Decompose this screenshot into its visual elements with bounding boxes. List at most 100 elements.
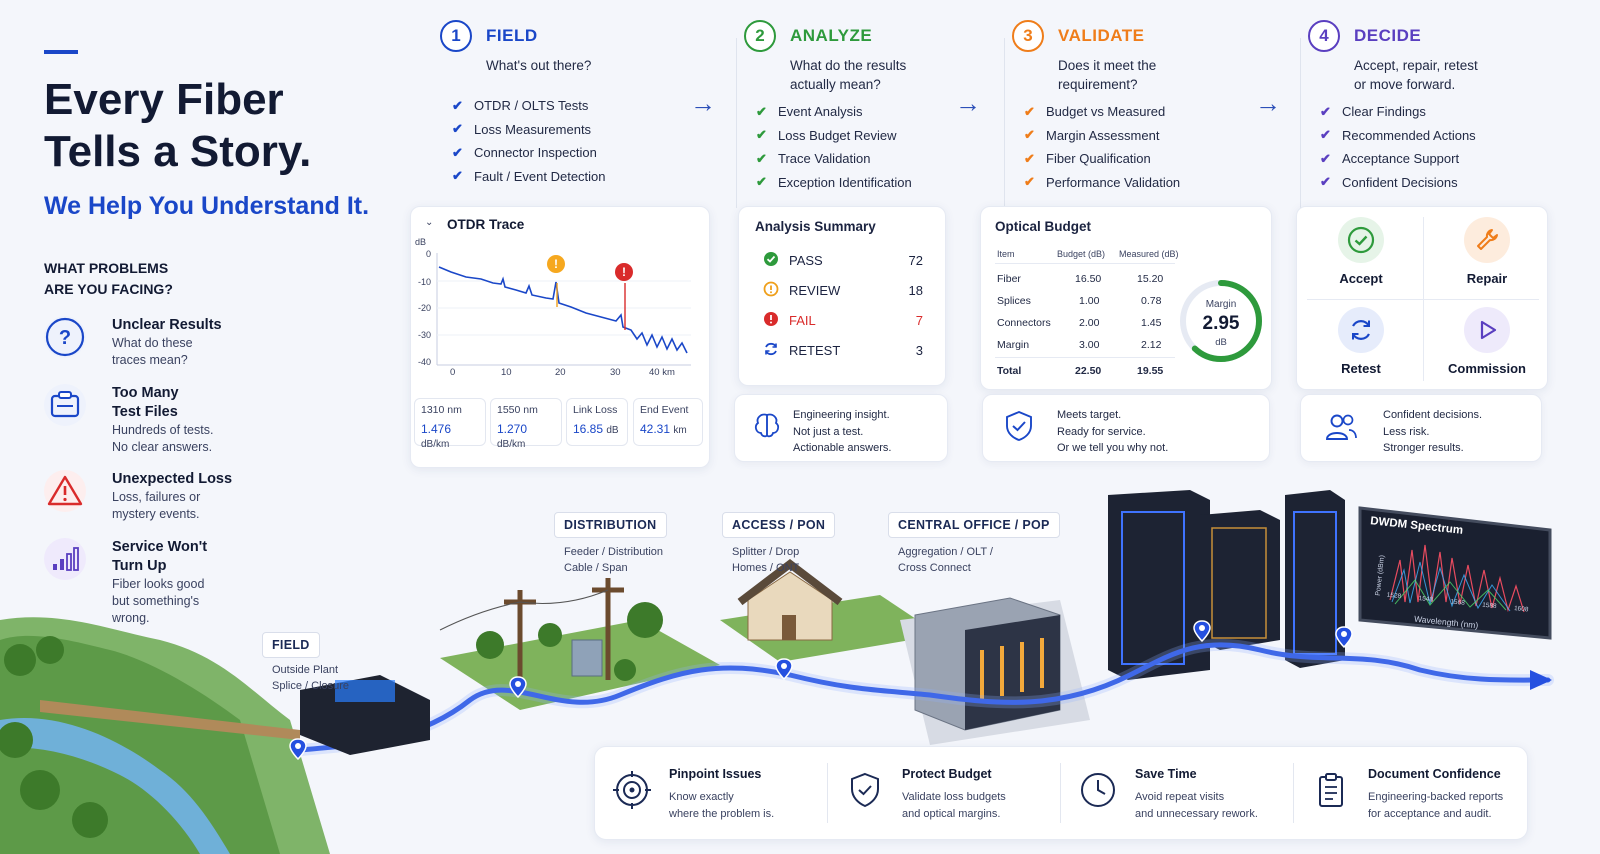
retest-tile[interactable]: Retest bbox=[1299, 307, 1423, 393]
benefit-title: Pinpoint Issues bbox=[669, 767, 762, 781]
checklist-text: Connector Inspection bbox=[474, 145, 597, 161]
step-name: ANALYZE bbox=[790, 26, 873, 45]
accept-tile[interactable]: Accept bbox=[1299, 217, 1423, 303]
check-icon: ✔ bbox=[452, 121, 463, 137]
tile-label: Repair bbox=[1466, 271, 1508, 286]
location-pin-icon[interactable] bbox=[774, 658, 794, 681]
analysis-count: 3 bbox=[915, 342, 923, 358]
step-divider bbox=[1300, 38, 1301, 208]
power-lines bbox=[439, 589, 609, 631]
checklist-item: ✔Exception Identification bbox=[756, 171, 912, 195]
step-question-line: What do the results bbox=[790, 58, 907, 73]
location-pin-icon[interactable] bbox=[508, 676, 528, 699]
checklist-item: ✔ Connector Inspection bbox=[452, 141, 606, 165]
fiber-glow bbox=[294, 638, 1554, 756]
problem-unclear-results: ? Unclear Results What do these traces m… bbox=[44, 316, 274, 386]
metric-label: End Event bbox=[640, 404, 689, 416]
rack-leds bbox=[980, 638, 1044, 700]
checklist-item: ✔Acceptance Support bbox=[1320, 147, 1476, 171]
distribution-cabinet bbox=[571, 639, 603, 677]
check-icon: ✔ bbox=[756, 103, 767, 119]
metric-unit: dB bbox=[606, 425, 619, 436]
step-checklist: ✔Clear Findings ✔Recommended Actions ✔Ac… bbox=[1320, 100, 1476, 194]
benefit-separator bbox=[1060, 763, 1061, 823]
checklist-text: Clear Findings bbox=[1342, 104, 1426, 120]
problems-heading-line1: WHAT PROBLEMS bbox=[44, 260, 169, 276]
fiber-arrowhead bbox=[1530, 670, 1552, 690]
benefit-title: Document Confidence bbox=[1368, 767, 1501, 781]
metric-unit: km bbox=[673, 425, 687, 436]
commission-tile[interactable]: Commission bbox=[1425, 307, 1549, 393]
otdr-trace-plot: dB 0 -10 -20 -30 -40 bbox=[415, 237, 691, 367]
fail-event-icon[interactable]: ! bbox=[615, 263, 633, 281]
trees bbox=[0, 636, 108, 838]
users-icon bbox=[1323, 411, 1359, 443]
budget-total-measured: 19.55 bbox=[1137, 365, 1164, 377]
otdr-x-tick: 40 km bbox=[649, 367, 675, 378]
otdr-trace-line bbox=[438, 266, 688, 354]
check-icon: ✔ bbox=[1024, 127, 1035, 143]
fail-alert-icon bbox=[763, 311, 789, 330]
otdr-y-tick: -40 bbox=[418, 357, 431, 367]
budget-measured: 2.12 bbox=[1141, 339, 1162, 351]
fiber-path bbox=[297, 642, 1551, 753]
repair-tile[interactable]: Repair bbox=[1425, 217, 1549, 303]
svg-text:?: ? bbox=[59, 327, 71, 349]
hill-terrain bbox=[0, 635, 280, 854]
gauge-fill bbox=[1180, 280, 1262, 362]
tag-distribution: DISTRIBUTION bbox=[554, 512, 667, 538]
tag-desc-line: Splice / Closure bbox=[272, 680, 350, 692]
otdr-x-ticks: 0 10 20 30 40 km bbox=[411, 367, 711, 381]
budget-total-value: 22.50 bbox=[1075, 365, 1102, 377]
checklist-item: ✔Confident Decisions bbox=[1320, 171, 1476, 195]
splice-closure-device bbox=[300, 675, 430, 755]
tag-desc-line: Outside Plant bbox=[272, 664, 339, 676]
problem-title: Unexpected Loss bbox=[112, 471, 233, 487]
step-name: FIELD bbox=[486, 26, 538, 45]
problem-desc: Fiber looks good but something's wrong. bbox=[112, 576, 272, 627]
location-pin-icon[interactable] bbox=[1192, 620, 1212, 643]
otdr-y-tick: -30 bbox=[418, 330, 431, 340]
location-pin-icon[interactable] bbox=[1334, 626, 1354, 649]
step-number: 2 bbox=[744, 20, 776, 52]
decide-actions-card: Accept Repair Retest Commission bbox=[1296, 206, 1548, 390]
budget-divider bbox=[995, 263, 1175, 264]
check-icon: ✔ bbox=[452, 144, 463, 160]
house-door bbox=[782, 615, 796, 640]
step-number: 1 bbox=[440, 20, 472, 52]
otdr-x-tick: 10 bbox=[501, 367, 512, 378]
problem-title: Too Many Test Files bbox=[112, 384, 272, 422]
checklist-item: ✔Clear Findings bbox=[1320, 100, 1476, 124]
budget-measured: 0.78 bbox=[1141, 295, 1162, 307]
problem-desc: Loss, failures or mystery events. bbox=[112, 489, 272, 523]
problem-desc-line: No clear answers. bbox=[112, 440, 213, 454]
check-icon: ✔ bbox=[1024, 103, 1035, 119]
benefit-desc-line: Validate loss budgets bbox=[902, 791, 1006, 803]
otdr-y-unit: dB bbox=[415, 237, 426, 247]
checklist-item: ✔Event Analysis bbox=[756, 100, 912, 124]
warning-event-icon[interactable]: ! bbox=[547, 255, 565, 273]
insight-line: Engineering insight. bbox=[793, 409, 890, 421]
gauge-label: Margin bbox=[1205, 299, 1237, 310]
analysis-insight-text: Engineering insight.Not just a test.Acti… bbox=[793, 407, 891, 457]
location-pin-icon[interactable] bbox=[288, 738, 308, 761]
check-icon: ✔ bbox=[1320, 150, 1331, 166]
problem-desc-line: Hundreds of tests. bbox=[112, 423, 214, 437]
problem-desc-line: Loss, failures or bbox=[112, 490, 201, 504]
problem-desc-line: What do these bbox=[112, 336, 193, 350]
retest-refresh-icon bbox=[763, 341, 789, 360]
problem-desc-line: mystery events. bbox=[112, 507, 200, 521]
problem-title: Unclear Results bbox=[112, 317, 222, 333]
decide-insight-card: Confident decisions.Less risk.Stronger r… bbox=[1300, 394, 1542, 462]
collapse-icon[interactable]: ⌄ bbox=[425, 217, 434, 228]
decide-insight-text: Confident decisions.Less risk.Stronger r… bbox=[1383, 407, 1482, 457]
tag-field: FIELD bbox=[262, 632, 320, 658]
step-number: 3 bbox=[1012, 20, 1044, 52]
insight-line: Ready for service. bbox=[1057, 425, 1146, 438]
